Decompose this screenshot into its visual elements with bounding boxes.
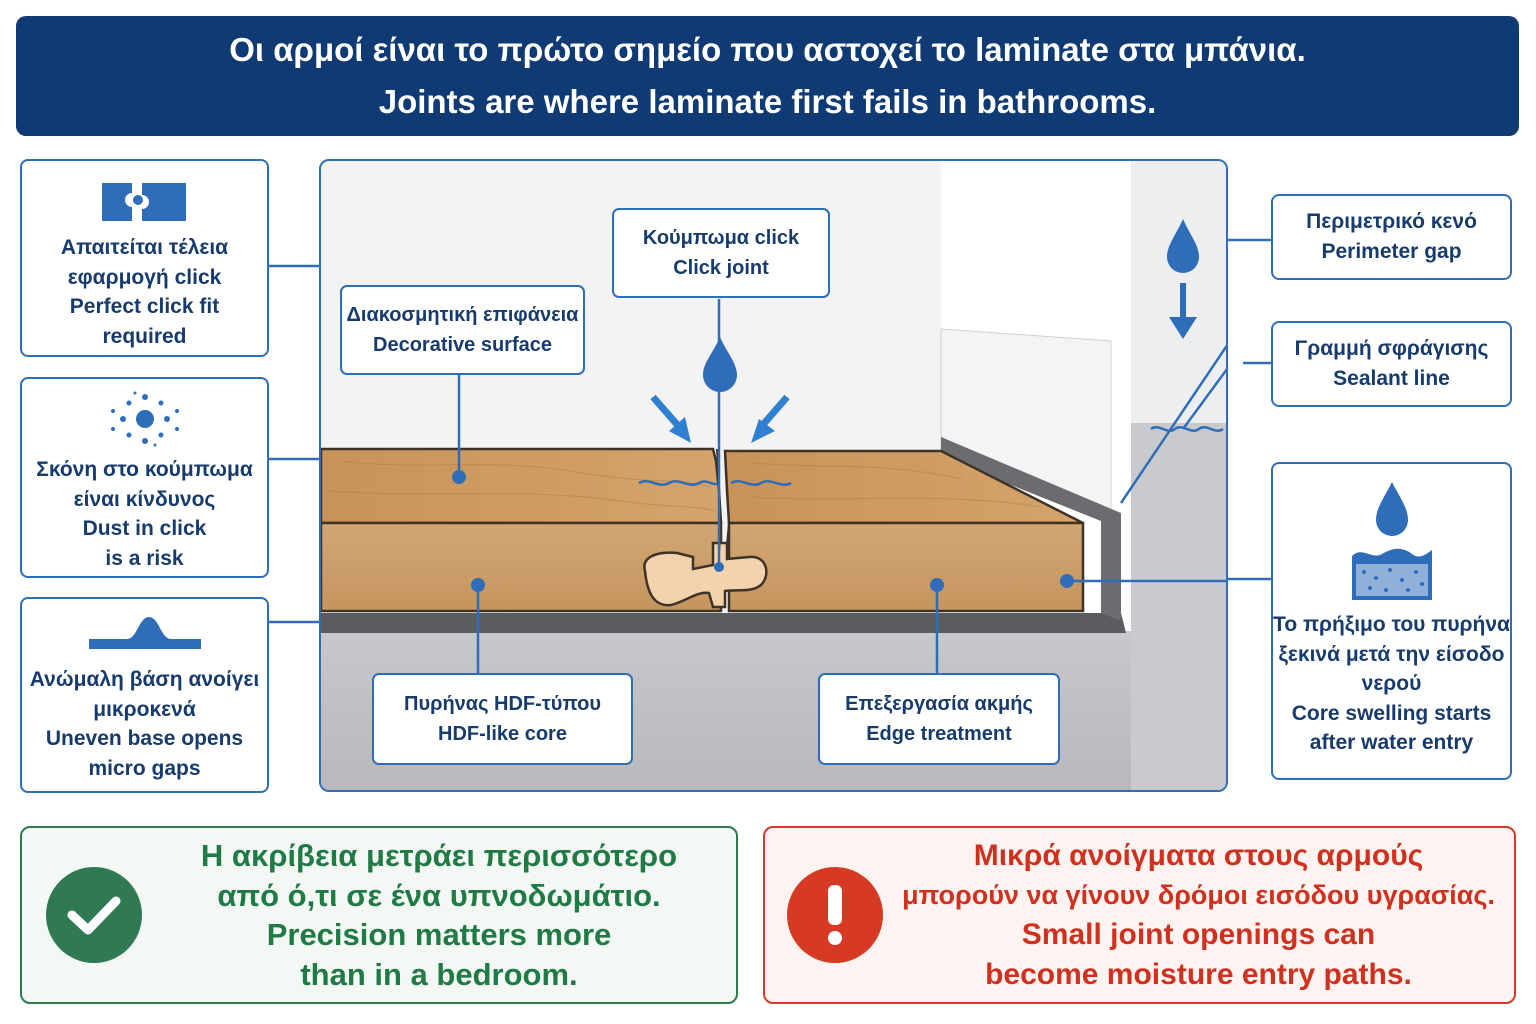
uneven-base-icon <box>88 617 201 649</box>
puzzle-icon <box>101 183 186 221</box>
label-edge-treatment: Επεξεργασία ακμής Edge treatment <box>818 673 1060 765</box>
label-line: Κούμπωμα click <box>642 227 800 249</box>
card-line: εφαρμογή click <box>67 265 222 289</box>
card-line: μικροκενά <box>93 697 196 721</box>
callout-line: μπορούν να γίνουν δρόμοι εισόδου υγρασία… <box>902 879 1495 910</box>
left-plank-core <box>321 521 723 613</box>
warning-text: Μικρά ανοίγματα στους αρμούς μπορούν να … <box>883 836 1514 994</box>
callout-line: Μικρά ανοίγματα στους αρμούς <box>973 839 1424 872</box>
label-line: Διακοσμητική επιφάνεια <box>346 304 579 326</box>
callout-line: than in a bedroom. <box>300 956 578 992</box>
label-hdf-core: Πυρήνας HDF-τύπου HDF-like core <box>372 673 633 765</box>
callout-line: από ό,τι σε ένα υπνοδωμάτιο. <box>217 877 661 913</box>
label-line: Decorative surface <box>373 334 552 356</box>
card-line: Γραμμή σφράγισης <box>1294 337 1489 360</box>
card-line: Perfect click fit <box>69 295 220 318</box>
callout-line: Precision matters more <box>266 917 612 952</box>
label-line: Επεξεργασία ακμής <box>845 693 1033 715</box>
core-swelling-icon <box>1351 482 1432 600</box>
card-line: Dust in click <box>82 517 207 540</box>
card-line: required <box>102 324 187 348</box>
click-joint-profile <box>643 541 768 609</box>
precision-callout: Η ακρίβεια μετράει περισσότερο από ό,τι … <box>20 826 738 1004</box>
card-line: Το πρήξιμο του πυρήνα <box>1273 613 1510 636</box>
left-plank-surface <box>321 447 723 525</box>
card-line: Σκόνη στο κούμπωμα <box>36 458 253 481</box>
down-arrow-icon <box>1169 317 1197 339</box>
card-line: micro gaps <box>88 756 201 780</box>
card-line: is a risk <box>105 546 184 570</box>
label-line: Edge treatment <box>866 723 1012 745</box>
card-uneven-base: Ανώμαλη βάση ανοίγει μικροκενά Uneven ba… <box>20 597 269 793</box>
header-banner: Οι αρμοί είναι το πρώτο σημείο που αστοχ… <box>16 16 1519 136</box>
card-line: ξεκινά μετά την είσοδο <box>1278 642 1505 666</box>
card-line: Sealant line <box>1333 366 1450 390</box>
callout-line: Η ακρίβεια μετράει περισσότερο <box>200 838 678 873</box>
precision-text: Η ακρίβεια μετράει περισσότερο από ό,τι … <box>142 836 736 994</box>
card-core-swelling: Το πρήξιμο του πυρήνα ξεκινά μετά την εί… <box>1271 462 1512 780</box>
floor-cross-section-scene: Κούμπωμα click Click joint Διακοσμητική … <box>319 159 1228 792</box>
water-ripples <box>638 480 792 486</box>
card-line: Uneven base opens <box>45 727 244 750</box>
wall-water-drop-icon <box>1167 219 1199 273</box>
card-perfect-click-fit: Απαιτείται τέλεια εφαρμογή click Perfect… <box>20 159 269 357</box>
right-plank-core <box>727 521 1085 613</box>
card-line: Ανώμαλη βάση ανοίγει <box>29 668 260 691</box>
header-title-english: Joints are where laminate first fails in… <box>378 83 1157 120</box>
card-line: νερού <box>1361 672 1422 695</box>
dust-icon <box>110 391 179 447</box>
label-line: Πυρήνας HDF-τύπου <box>404 693 601 715</box>
inward-arrows-icon <box>650 394 790 443</box>
label-line: HDF-like core <box>438 723 567 745</box>
card-line: Περιμετρικό κενό <box>1306 210 1477 233</box>
card-line: Core swelling starts <box>1291 701 1492 725</box>
card-dust-risk: Σκόνη στο κούμπωμα είναι κίνδυνος Dust i… <box>20 377 269 578</box>
label-click-joint: Κούμπωμα click Click joint <box>612 208 830 298</box>
moisture-warning-callout: Μικρά ανοίγματα στους αρμούς μπορούν να … <box>763 826 1516 1004</box>
card-line: Perimeter gap <box>1321 239 1462 263</box>
checkmark-icon <box>46 867 142 963</box>
callout-line: Small joint openings can <box>1021 918 1376 951</box>
header-title-greek: Οι αρμοί είναι το πρώτο σημείο που αστοχ… <box>229 31 1306 68</box>
label-decorative-surface: Διακοσμητική επιφάνεια Decorative surfac… <box>340 285 585 375</box>
label-line: Click joint <box>673 257 769 279</box>
card-line: after water entry <box>1309 731 1474 754</box>
callout-line: become moisture entry paths. <box>985 957 1412 991</box>
card-sealant-line: Γραμμή σφράγισης Sealant line <box>1271 321 1512 407</box>
card-line: είναι κίνδυνος <box>73 487 216 511</box>
card-line: Απαιτείται τέλεια <box>60 236 229 259</box>
exclamation-icon <box>787 867 883 963</box>
card-perimeter-gap: Περιμετρικό κενό Perimeter gap <box>1271 194 1512 280</box>
